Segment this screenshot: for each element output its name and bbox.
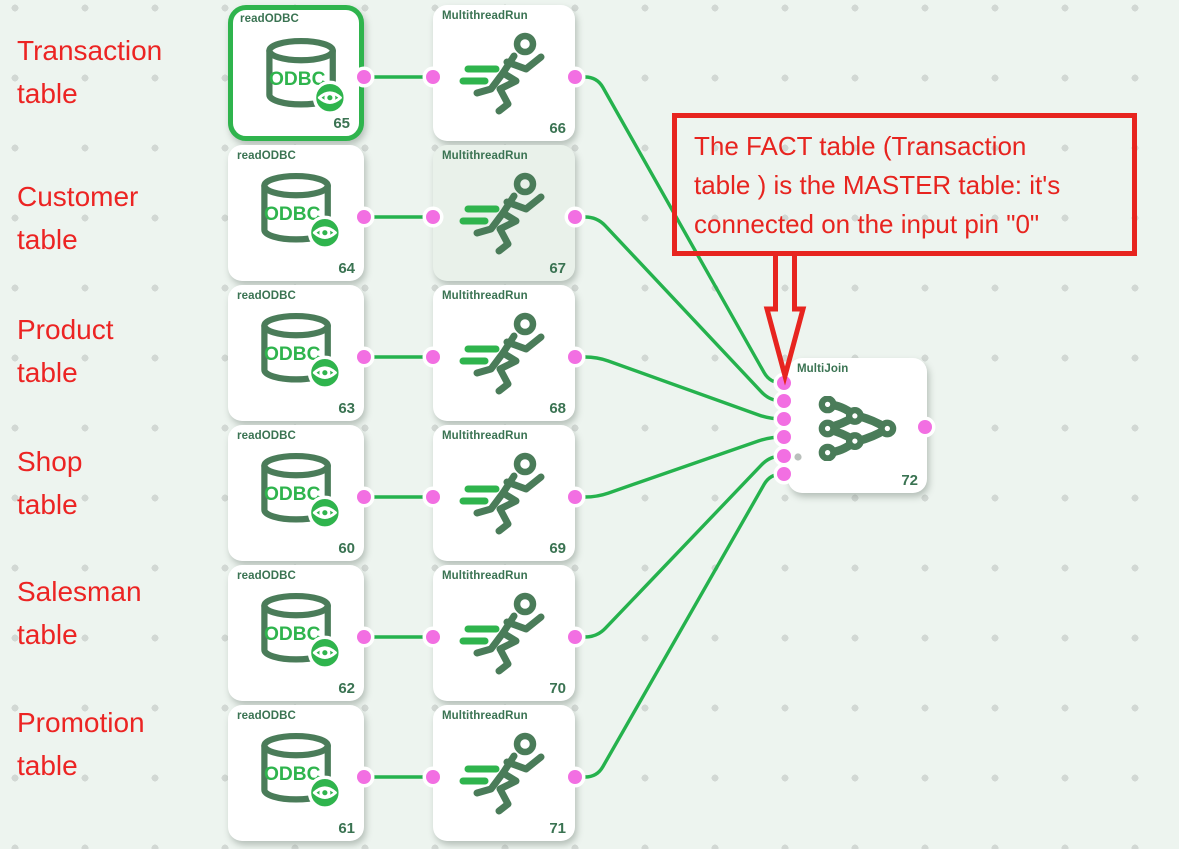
database-cylinder-icon xyxy=(261,322,331,383)
connection-wire[interactable] xyxy=(575,435,784,499)
node-multithreadrun-70[interactable]: MultithreadRun 70 xyxy=(433,565,575,701)
node-readodbc-64[interactable]: readODBC ODBC 64 xyxy=(228,145,364,281)
label-line2: table xyxy=(17,489,78,520)
table-row-label: Transaction table xyxy=(17,29,162,115)
eye-icon xyxy=(307,775,342,810)
node-readodbc-65[interactable]: readODBC ODBC 65 xyxy=(228,5,364,141)
speed-lines-icon xyxy=(459,765,500,785)
annotation-box: The FACT table (Transaction table ) is t… xyxy=(672,113,1137,256)
node-multithreadrun-69[interactable]: MultithreadRun 69 xyxy=(433,425,575,561)
odbc-label: ODBC xyxy=(264,624,321,645)
odbc-label: ODBC xyxy=(264,764,321,785)
table-row-label: Shop table xyxy=(17,440,82,526)
node-title: MultiJoin xyxy=(797,363,849,375)
node-title: MultithreadRun xyxy=(442,710,528,722)
node-title: MultithreadRun xyxy=(442,290,528,302)
node-number: 69 xyxy=(549,540,566,557)
node-title: MultithreadRun xyxy=(442,10,528,22)
eye-icon xyxy=(307,495,342,530)
label-line2: table xyxy=(17,750,78,781)
odbc-label: ODBC xyxy=(264,204,321,225)
odbc-label: ODBC xyxy=(269,69,326,90)
connection-wire[interactable] xyxy=(575,355,784,421)
node-readodbc-61[interactable]: readODBC ODBC 61 xyxy=(228,705,364,841)
node-title: MultithreadRun xyxy=(442,430,528,442)
label-line2: table xyxy=(17,619,78,650)
node-number: 68 xyxy=(549,400,566,417)
speed-lines-icon xyxy=(459,625,500,645)
annotation-text-line: The FACT table (Transaction xyxy=(694,131,1027,161)
speed-lines-icon xyxy=(459,345,500,365)
runner-icon xyxy=(473,172,545,255)
node-number: 65 xyxy=(333,115,350,132)
node-multithreadrun-66[interactable]: MultithreadRun 66 xyxy=(433,5,575,141)
node-multijoin-72[interactable]: MultiJoin 72 xyxy=(788,358,927,493)
database-cylinder-icon xyxy=(261,742,331,803)
node-readodbc-62[interactable]: readODBC ODBC 62 xyxy=(228,565,364,701)
node-number: 67 xyxy=(549,260,566,277)
label-line1: Customer xyxy=(17,181,139,212)
node-number: 66 xyxy=(549,120,566,137)
node-title: readODBC xyxy=(237,430,296,442)
node-number: 63 xyxy=(338,400,355,417)
node-readodbc-63[interactable]: readODBC ODBC 63 xyxy=(228,285,364,421)
odbc-label: ODBC xyxy=(264,484,321,505)
annotation-text-line: connected on the input pin "0" xyxy=(694,209,1040,239)
runner-icon xyxy=(473,32,545,115)
database-cylinder-icon xyxy=(261,602,331,663)
node-number: 61 xyxy=(338,820,355,837)
speed-lines-icon xyxy=(459,485,500,505)
table-row-label: Product table xyxy=(17,308,114,394)
label-line1: Shop xyxy=(17,446,83,477)
eye-icon xyxy=(312,80,347,115)
node-number: 64 xyxy=(338,260,355,277)
table-row-label: Customer table xyxy=(17,175,138,261)
label-line1: Product xyxy=(17,314,114,345)
runner-icon xyxy=(473,592,545,675)
runner-icon xyxy=(473,452,545,535)
node-readodbc-60[interactable]: readODBC ODBC 60 xyxy=(228,425,364,561)
eye-icon xyxy=(307,215,342,250)
node-title: readODBC xyxy=(240,13,299,25)
node-number: 71 xyxy=(549,820,566,837)
eye-icon xyxy=(307,635,342,670)
node-title: readODBC xyxy=(237,570,296,582)
speed-lines-icon xyxy=(459,65,500,85)
label-line1: Salesman xyxy=(17,576,142,607)
node-number: 62 xyxy=(338,680,355,697)
node-number: 60 xyxy=(338,540,355,557)
connection-wire[interactable] xyxy=(575,454,784,639)
annotation-text-line: table ) is the MASTER table: it's xyxy=(694,170,1061,200)
database-cylinder-icon xyxy=(261,182,331,243)
speed-lines-icon xyxy=(459,205,500,225)
label-line2: table xyxy=(17,78,78,109)
node-multithreadrun-67[interactable]: MultithreadRun 67 xyxy=(433,145,575,281)
node-number: 70 xyxy=(549,680,566,697)
odbc-label: ODBC xyxy=(264,344,321,365)
eye-icon xyxy=(307,355,342,390)
node-title: readODBC xyxy=(237,150,296,162)
table-row-label: Promotion table xyxy=(17,701,145,787)
node-title: MultithreadRun xyxy=(442,570,528,582)
node-title: MultithreadRun xyxy=(442,150,528,162)
database-cylinder-icon xyxy=(261,462,331,523)
connection-wire[interactable] xyxy=(575,472,784,779)
label-line1: Transaction xyxy=(17,35,163,66)
label-line1: Promotion xyxy=(17,707,145,738)
multijoin-icon xyxy=(818,395,897,462)
table-row-label: Salesman table xyxy=(17,570,142,656)
node-multithreadrun-71[interactable]: MultithreadRun 71 xyxy=(433,705,575,841)
node-title: readODBC xyxy=(237,710,296,722)
node-number: 72 xyxy=(901,472,918,489)
runner-icon xyxy=(473,312,545,395)
label-line2: table xyxy=(17,357,78,388)
label-line2: table xyxy=(17,224,78,255)
runner-icon xyxy=(473,732,545,815)
node-multithreadrun-68[interactable]: MultithreadRun 68 xyxy=(433,285,575,421)
database-cylinder-icon xyxy=(266,47,336,108)
node-title: readODBC xyxy=(237,290,296,302)
